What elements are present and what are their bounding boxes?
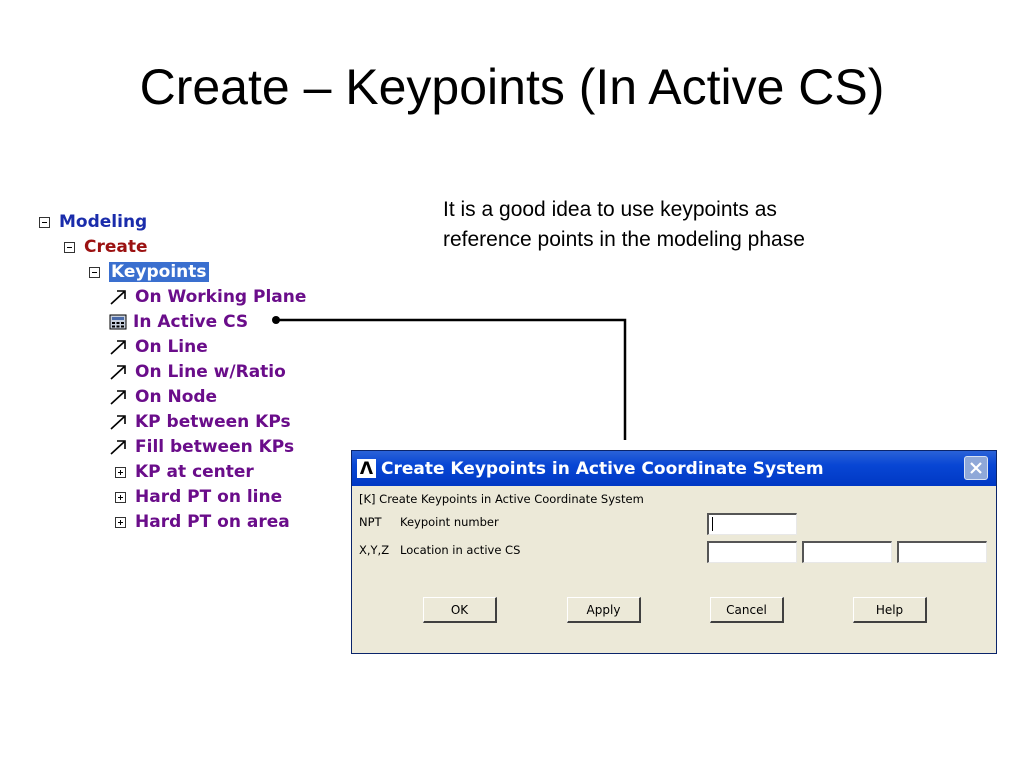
collapse-icon[interactable] [64, 241, 75, 253]
note-text: It is a good idea to use keypoints as re… [443, 195, 963, 255]
tree-label: On Node [135, 387, 218, 407]
xyz-code: X,Y,Z [359, 543, 390, 557]
tree-item-create[interactable]: Create [64, 235, 148, 259]
dialog-titlebar[interactable]: Λ Create Keypoints in Active Coordinate … [352, 451, 996, 486]
collapse-icon[interactable] [39, 216, 50, 228]
tree-item-hard-pt-on-line[interactable]: Hard PT on line [115, 485, 282, 509]
apply-button[interactable]: Apply [567, 597, 641, 623]
tree-item-kp-at-center[interactable]: KP at center [115, 460, 254, 484]
tree-label-keypoints: Keypoints [109, 262, 209, 282]
tree-item-hard-pt-on-area[interactable]: Hard PT on area [115, 510, 290, 534]
pick-arrow-icon [110, 415, 126, 430]
npt-code: NPT [359, 515, 382, 529]
close-button[interactable] [964, 456, 988, 480]
tree-label: Fill between KPs [135, 437, 295, 457]
tree-label: On Line [135, 337, 208, 357]
pick-arrow-icon [110, 365, 126, 380]
create-keypoints-dialog: Λ Create Keypoints in Active Coordinate … [351, 450, 997, 654]
tree-item-on-line-ratio[interactable]: On Line w/Ratio [109, 360, 286, 384]
tree-label-create: Create [84, 237, 148, 257]
tree-item-keypoints[interactable]: Keypoints [89, 260, 209, 284]
pick-arrow-icon [110, 290, 126, 305]
ok-button[interactable]: OK [423, 597, 497, 623]
tree-label: On Working Plane [135, 287, 307, 307]
tree-item-in-active-cs[interactable]: In Active CS [109, 310, 248, 334]
note-line-1: It is a good idea to use keypoints as [443, 198, 777, 221]
collapse-icon[interactable] [89, 266, 100, 278]
close-icon [970, 462, 982, 474]
note-line-2: reference points in the modeling phase [443, 228, 805, 251]
tree-item-on-node[interactable]: On Node [109, 385, 217, 409]
tree-item-modeling[interactable]: Modeling [39, 210, 147, 234]
tree-label: Hard PT on area [135, 512, 290, 532]
tree-item-on-line[interactable]: On Line [109, 335, 208, 359]
z-location-input[interactable] [897, 541, 987, 563]
tree-item-fill-between-kps[interactable]: Fill between KPs [109, 435, 294, 459]
tree-label-modeling: Modeling [59, 212, 148, 232]
tree-label: KP between KPs [135, 412, 291, 432]
expand-icon[interactable] [115, 491, 126, 503]
tree-item-kp-between-kps[interactable]: KP between KPs [109, 410, 291, 434]
ansys-logo-icon: Λ [357, 459, 376, 479]
tree-label: On Line w/Ratio [135, 362, 286, 382]
expand-icon[interactable] [115, 466, 126, 478]
dialog-form-icon [109, 314, 127, 330]
tree-label: Hard PT on line [135, 487, 283, 507]
dialog-header-text: [K] Create Keypoints in Active Coordinat… [359, 492, 644, 506]
dialog-title: Create Keypoints in Active Coordinate Sy… [381, 458, 824, 479]
pick-arrow-icon [110, 440, 126, 455]
pick-arrow-icon [110, 340, 126, 355]
text-caret [712, 517, 713, 531]
x-location-input[interactable] [707, 541, 797, 563]
help-button[interactable]: Help [853, 597, 927, 623]
keypoint-number-input[interactable] [707, 513, 797, 535]
cancel-button[interactable]: Cancel [710, 597, 784, 623]
xyz-label: Location in active CS [400, 543, 521, 557]
y-location-input[interactable] [802, 541, 892, 563]
tree-label: KP at center [135, 462, 254, 482]
pick-arrow-icon [110, 390, 126, 405]
tree-label: In Active CS [133, 312, 249, 332]
npt-label: Keypoint number [400, 515, 499, 529]
slide-title: Create – Keypoints (In Active CS) [139, 59, 885, 115]
tree-item-on-working-plane[interactable]: On Working Plane [109, 285, 306, 309]
expand-icon[interactable] [115, 516, 126, 528]
